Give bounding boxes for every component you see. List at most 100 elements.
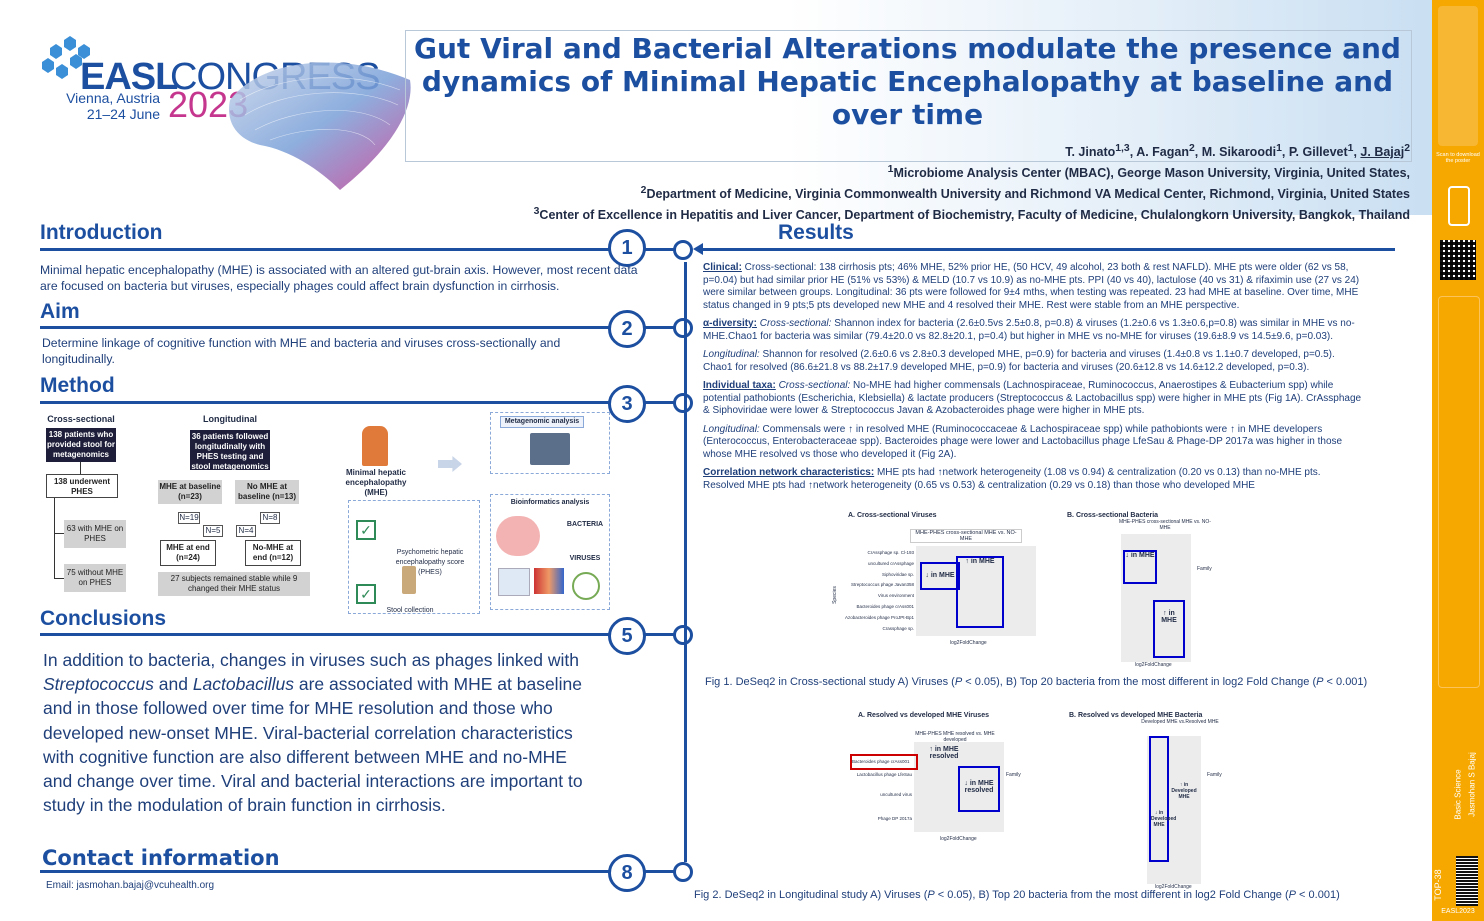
poster-title: Gut Viral and Bacterial Alterations modu… — [414, 32, 1401, 131]
connector-line — [54, 533, 64, 534]
author-block: T. Jinato1,3, A. Fagan2, M. Sikaroodi1, … — [420, 140, 1410, 225]
affiliation-1-num: 1 — [887, 164, 894, 176]
caption-p: P — [1288, 889, 1296, 901]
dates-text: 21–24 June — [86, 106, 160, 122]
conclusions-part: and — [153, 674, 193, 695]
author-4-affil: 1 — [1347, 143, 1354, 154]
x-axis-label: log2FoldChange — [1155, 884, 1192, 890]
footer-text: EASL2023 — [1441, 908, 1475, 915]
figure-1b-title: B. Cross-sectional Bacteria — [1067, 512, 1159, 519]
circos-icon — [572, 572, 600, 600]
figure-1a-title: A. Cross-sectional Viruses — [848, 512, 937, 519]
figure-1-caption: Fig 1. DeSeq2 in Cross-sectional study A… — [705, 676, 1367, 688]
conclusions-heading: Conclusions — [40, 607, 167, 630]
cross-box-phes: 138 underwent PHES — [46, 474, 118, 498]
easl-logo-text: EASL — [80, 56, 178, 98]
author-3-affil: 1 — [1276, 143, 1282, 154]
caption-part: < 0.001) — [1323, 676, 1368, 688]
caption-part: < 0.001) — [1296, 889, 1340, 901]
section-number-3: 3 — [608, 385, 646, 423]
congress-location: Vienna, Austria 21–24 June — [60, 90, 160, 122]
phes-label: Psychometric hepatic encephalopathy scor… — [395, 549, 465, 576]
bioinformatics-title: Bioinformatics analysis — [510, 499, 590, 506]
barcode-icon — [1456, 856, 1478, 906]
x-axis-label: log2FoldChange — [1135, 662, 1172, 668]
easl-logo-icon — [42, 36, 90, 79]
author-list: T. Jinato1,3, A. Fagan2, M. Sikaroodi1, … — [1065, 143, 1410, 160]
long-box-no-mhe-end: No-MHE at end (n=12) — [245, 540, 301, 566]
highlighted-species: Bacteroides phage crAss001 — [850, 754, 918, 770]
author-5: J. Bajaj — [1360, 145, 1405, 160]
figure-2b-title: B. Resolved vs developed MHE Bacteria — [1069, 712, 1203, 719]
gut-icon — [496, 516, 540, 556]
affiliation-3-num: 3 — [533, 206, 540, 218]
figure-1b-subtitle: MHE-PHES cross-sectional MHE vs. NO-MHE — [1119, 519, 1211, 531]
category-text: Basic Science — [1453, 769, 1463, 820]
title-frame — [405, 30, 1412, 162]
down-in-mhe-box: ↓ in MHE — [920, 562, 960, 590]
caption-part: Fig 2. DeSeq2 in Longitudinal study A) V… — [694, 889, 928, 901]
conclusions-part: are associated with MHE at baseline and … — [43, 674, 583, 816]
taxa-long-text: Commensals were ↑ in resolved MHE (Rumin… — [703, 423, 1343, 460]
contact-rule — [40, 870, 680, 873]
caption-p: P — [927, 889, 935, 901]
method-rule — [40, 401, 680, 404]
metagenomic-panel — [490, 412, 610, 474]
down-in-developed-box: ↓ in Developed MHE — [1149, 736, 1176, 862]
long-box-patients: 36 patients followed longitudinally with… — [190, 430, 270, 471]
plot-area — [1147, 736, 1201, 884]
method-heading: Method — [40, 374, 115, 397]
phone-icon — [1448, 186, 1470, 226]
conclusions-italic: Lactobacillus — [192, 674, 294, 695]
affiliation-2: 2Department of Medicine, Virginia Common… — [420, 182, 1410, 203]
taxa-cs-label: Cross-sectional: — [778, 380, 851, 391]
species-labels: CrAssphage sp. Cl-193 uncultured crAssph… — [830, 548, 914, 634]
aim-rule — [40, 326, 680, 329]
author-3: M. Sikaroodi — [1201, 145, 1277, 160]
species-label: CrAssphage sp. Cl-193 — [867, 550, 914, 555]
connector-line — [54, 498, 55, 578]
species-label: Azobacteroides phage ProJPt-Bp1 — [844, 614, 914, 620]
conclusions-text: In addition to bacteria, changes in viru… — [43, 648, 583, 817]
location-text: Vienna, Austria — [66, 90, 160, 106]
caption-p: P — [954, 676, 963, 688]
poster-code: TOP-38 — [1433, 869, 1443, 901]
patient-label: Minimal hepatic encephalopathy (MHE) — [345, 468, 407, 497]
species-label: Bacteroides phage crAss001 — [856, 603, 914, 609]
metagenomic-title: Metagenomic analysis — [500, 416, 584, 428]
sequencer-icon — [530, 433, 570, 465]
qr-code-icon[interactable] — [1440, 240, 1476, 280]
caption-part: < 0.05), B) Top 20 bacteria from the mos… — [934, 889, 1289, 901]
down-in-resolved-box: ↓ in MHE resolved — [958, 766, 1000, 812]
checkbox-icon: ✓ — [356, 520, 376, 540]
figure-1a: A. Cross-sectional Viruses MHE-PHES cros… — [830, 512, 1040, 662]
cross-box-no-mhe: 75 without MHE on PHES — [64, 564, 126, 592]
alpha-text: Shannon index for bacteria (2.6±0.5vs 2.… — [703, 318, 1355, 342]
stool-label: Stool collection — [386, 607, 434, 614]
connector-dot — [673, 240, 693, 260]
conclusions-rule — [40, 633, 680, 636]
poster-sustainability-badge — [1438, 6, 1478, 146]
taxa-long-paragraph: Longitudinal: Commensals were ↑ in resol… — [703, 424, 1363, 462]
figure-2a-subtitle: MHE-PHES MHE resolved vs. MHE developed — [915, 731, 995, 743]
sidebar-panel — [1438, 296, 1480, 688]
cross-box-mhe: 63 with MHE on PHES — [64, 520, 126, 548]
heatmap-icon — [534, 568, 564, 594]
species-label: Lactobacillus phage LfeSau — [856, 772, 912, 777]
introduction-heading: Introduction — [40, 221, 163, 244]
taxa-paragraph: Individual taxa: Cross-sectional: No-MHE… — [703, 380, 1363, 418]
conclusions-italic: Streptococcus — [43, 674, 154, 695]
x-axis-label: log2FoldChange — [940, 836, 977, 842]
contact-email[interactable]: Email: jasmohan.bajaj@vcuhealth.org — [46, 880, 215, 891]
figure-1a-subtitle: MHE-PHES cross-sectional MHE vs. NO-MHE — [910, 529, 1022, 543]
cross-sectional-title: Cross-sectional — [47, 414, 115, 424]
alpha-label: α-diversity: — [703, 318, 757, 329]
alpha-cs-label: Cross-sectional: — [759, 318, 832, 329]
y-axis-label: Species — [831, 586, 838, 604]
aim-text: Determine linkage of cognitive function … — [42, 336, 561, 366]
legend-title: Family — [1207, 772, 1222, 778]
taxa-long-label: Longitudinal: — [703, 423, 760, 435]
taxa-text: No-MHE had higher commensals (Lachnospir… — [703, 380, 1362, 416]
column-divider — [684, 262, 687, 862]
author-1-affil: 1,3 — [1115, 143, 1130, 154]
